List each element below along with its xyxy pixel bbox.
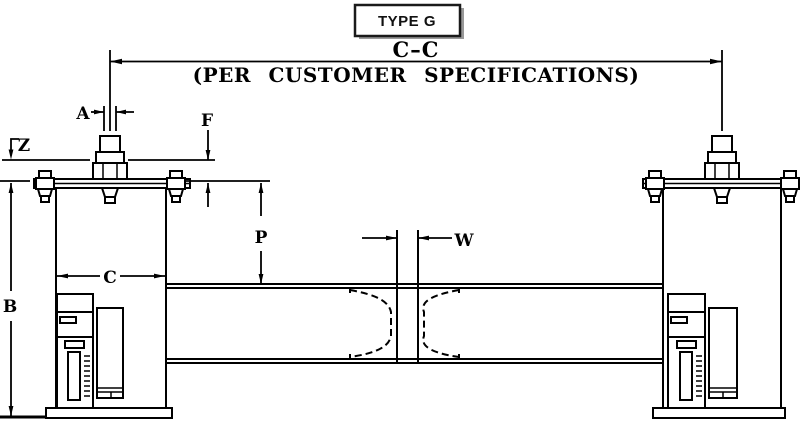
p-arrow-up <box>258 183 264 193</box>
left-plate-bolt <box>166 170 186 203</box>
z-arrow-down <box>8 149 14 160</box>
cc-dimension: C–C (PER CUSTOMER SPECIFICATIONS) <box>109 37 723 131</box>
w-arrow-left <box>418 235 429 241</box>
center-web <box>349 230 460 363</box>
right-plate-bolt <box>780 170 800 203</box>
f-label: F <box>201 111 213 131</box>
right-nameplate <box>667 293 738 409</box>
cc-arrow-right <box>710 58 722 65</box>
left-nameplate <box>56 293 124 409</box>
c-arrow-left <box>57 273 68 279</box>
f-arrow-down <box>205 150 211 160</box>
left-side-panel <box>96 307 124 399</box>
right-shaft-collar <box>707 151 737 164</box>
left-base-plate <box>45 407 173 419</box>
right-hex-nut <box>704 162 740 181</box>
a-label: A <box>75 104 90 124</box>
z-leader <box>10 138 19 152</box>
title-box-frame <box>353 3 462 38</box>
b-arrow-down <box>8 406 14 416</box>
left-shaft-collar <box>95 151 125 164</box>
hidden-flare-right <box>422 289 460 358</box>
cross-tube <box>166 283 663 364</box>
b-arrow-up <box>8 183 14 193</box>
w-dimension: W <box>362 231 474 251</box>
right-side-panel <box>708 307 738 399</box>
z-label: Z <box>18 136 30 156</box>
c-dimension: C <box>57 268 165 288</box>
a-dimension: A <box>75 104 134 131</box>
w-label: W <box>453 231 474 251</box>
p-arrow-down <box>258 274 264 284</box>
a-arrow-right <box>94 109 104 115</box>
cc-dimension-label: C–C <box>393 37 440 62</box>
c-arrow-right <box>154 273 165 279</box>
right-shaft-end <box>711 135 733 153</box>
title-box-label: TYPE G <box>378 13 436 30</box>
z-dimension: Z <box>2 136 90 161</box>
left-nameplate-ruler-ticks <box>84 355 90 397</box>
a-arrow-left <box>116 109 126 115</box>
cc-arrow-left <box>110 58 122 65</box>
p-label: P <box>255 228 268 248</box>
right-nameplate-ruler-ticks <box>696 355 702 397</box>
left-plate-bolt <box>35 170 55 203</box>
right-center-stud <box>712 187 732 204</box>
left-support-assembly <box>33 135 191 419</box>
left-hex-nut <box>92 162 128 181</box>
left-center-stud <box>100 187 120 204</box>
right-support-assembly <box>642 135 800 419</box>
right-base-plate <box>652 407 786 419</box>
f-dimension: F <box>128 111 270 207</box>
b-label: B <box>3 297 17 317</box>
customer-spec-note: (PER CUSTOMER SPECIFICATIONS) <box>193 63 640 87</box>
c-label: C <box>103 268 117 288</box>
f-arrow-up <box>205 183 211 193</box>
w-arrow-right <box>386 235 397 241</box>
b-dimension: B <box>0 180 46 419</box>
right-plate-bolt <box>645 170 665 203</box>
p-dimension: P <box>255 183 268 284</box>
left-shaft-end <box>99 135 121 153</box>
hidden-flare-left <box>349 289 392 358</box>
title-box: TYPE G <box>353 3 464 39</box>
